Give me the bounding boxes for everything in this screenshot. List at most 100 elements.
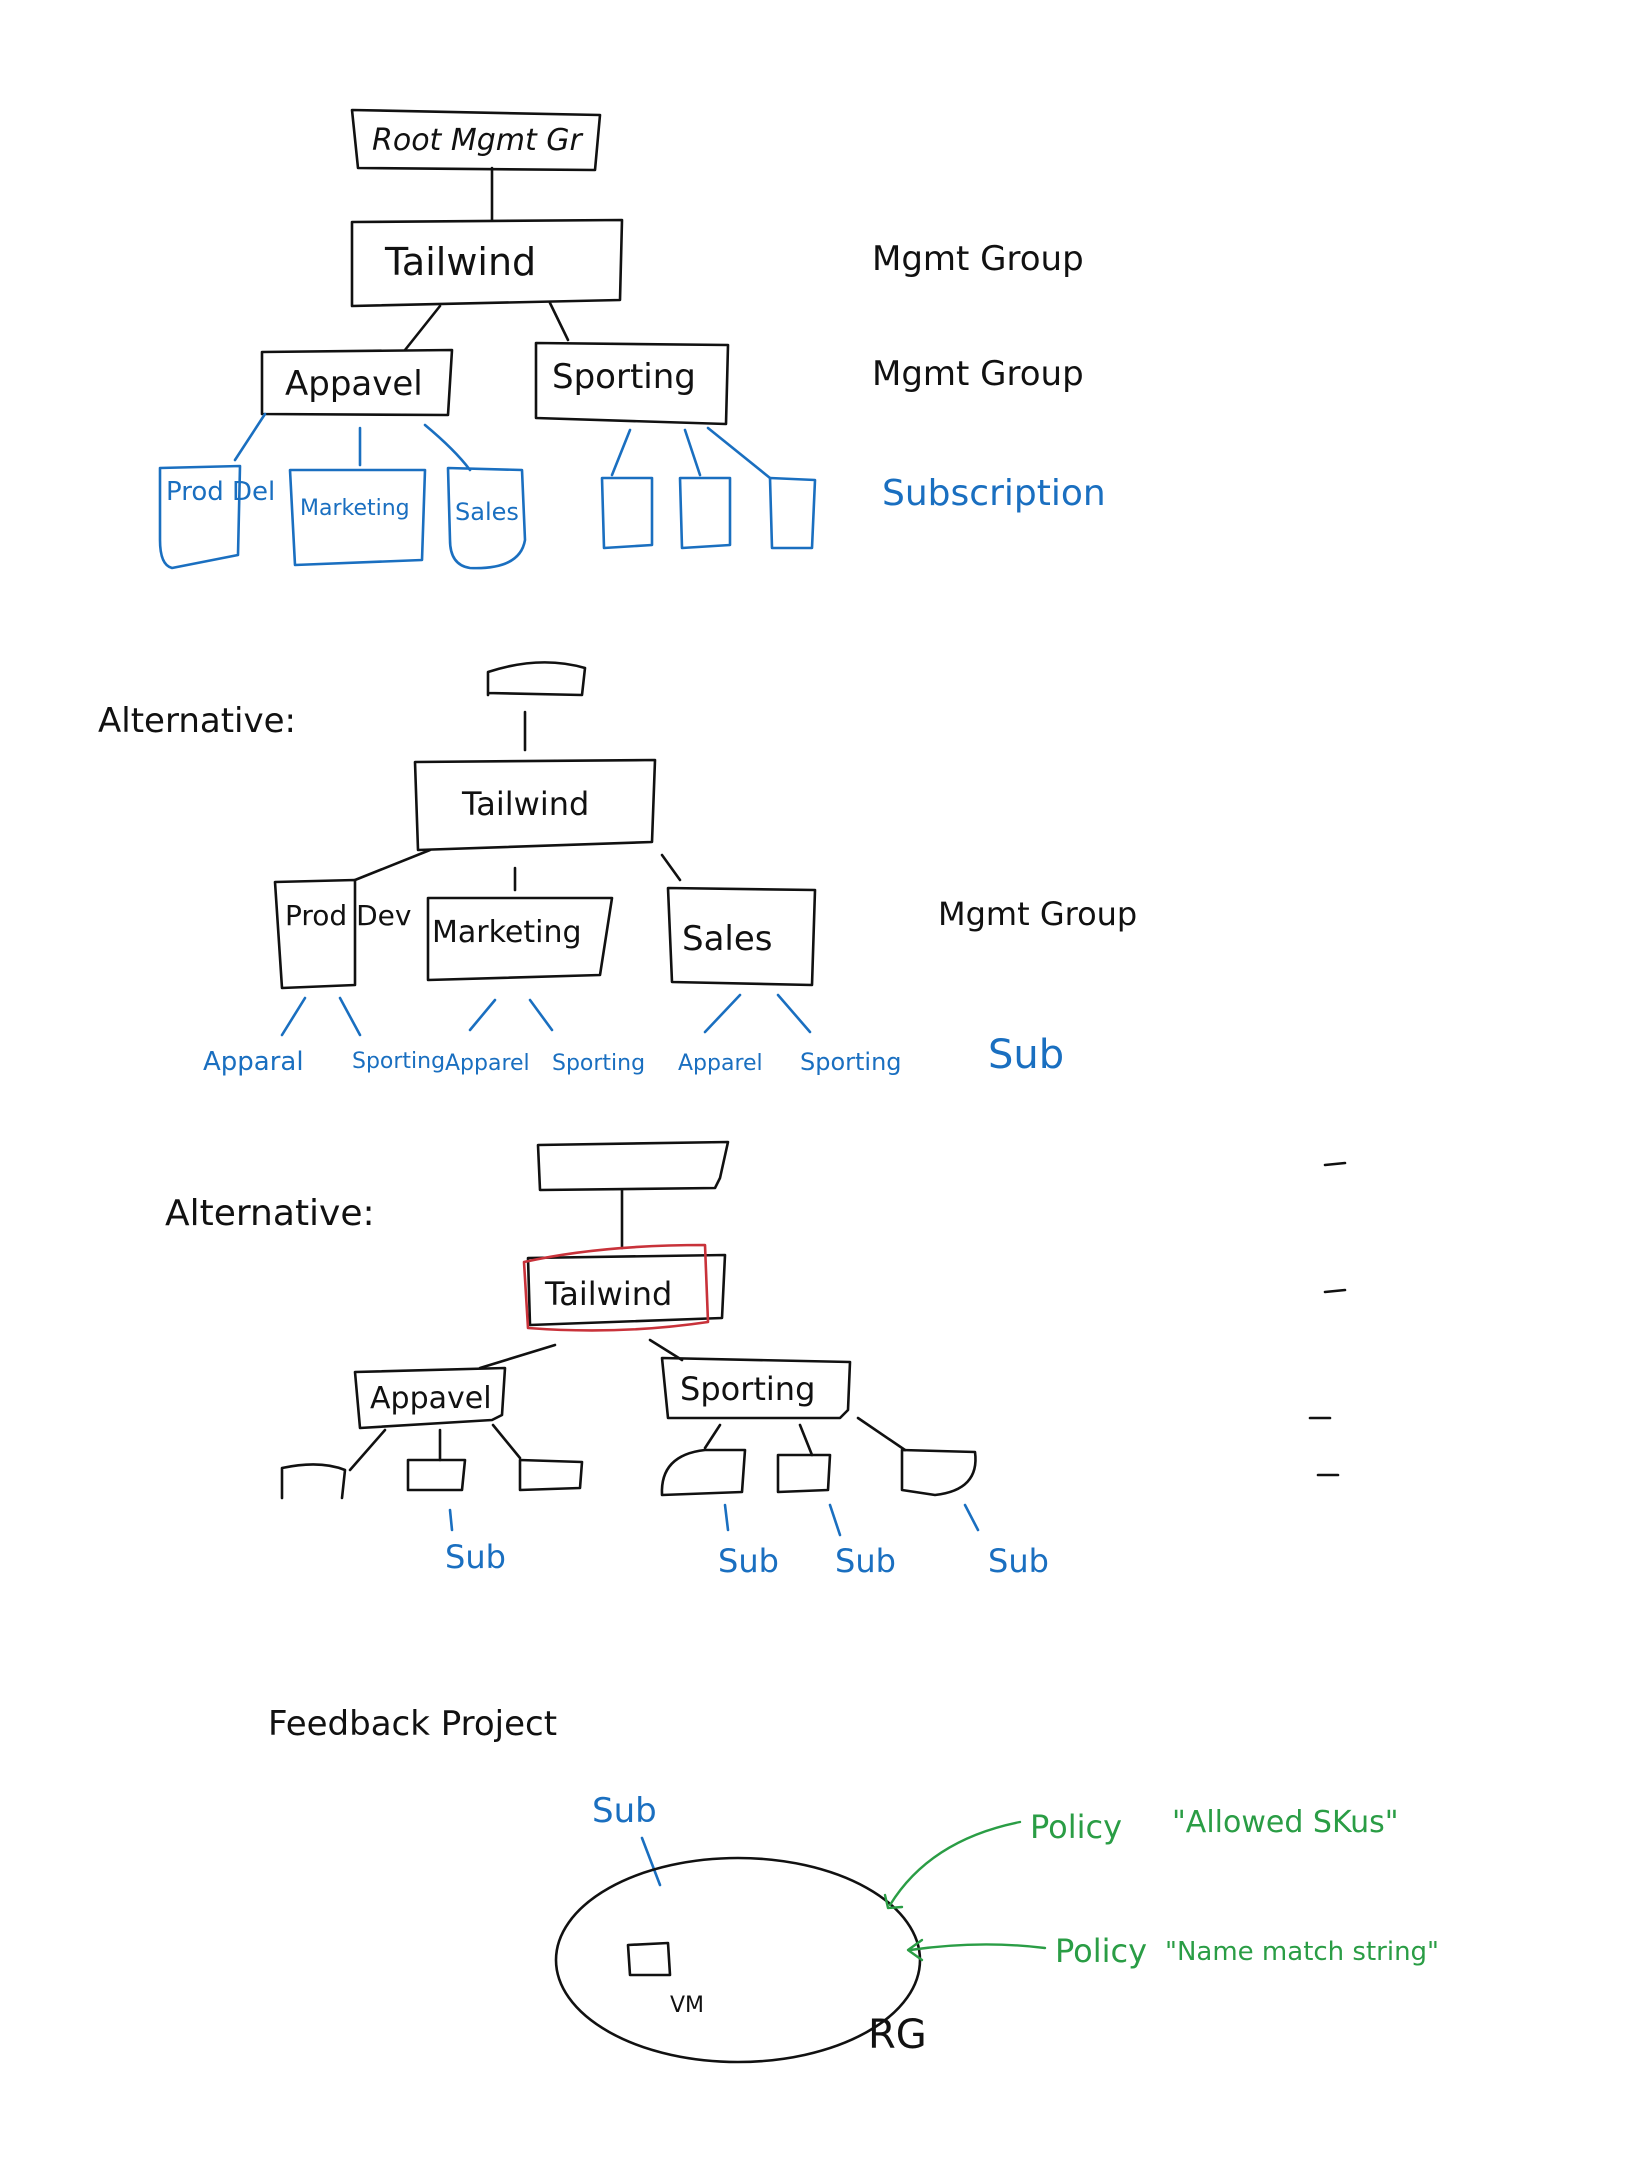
group-sales-box bbox=[666, 886, 817, 987]
sporting-box bbox=[534, 341, 730, 426]
tailwind-box bbox=[350, 218, 624, 308]
diagram-4: Feedback Project Sub VM RG Policy "Allow… bbox=[268, 1704, 1439, 2064]
appavel-box-3 bbox=[353, 1366, 507, 1430]
resource-group-ellipse bbox=[554, 1856, 922, 2064]
connector bbox=[403, 304, 442, 352]
alternative-heading-1: Alternative: bbox=[98, 701, 296, 741]
sub-label-3c: Sub bbox=[835, 1542, 896, 1580]
tailwind-box-2 bbox=[413, 758, 657, 852]
legend-subscription: Subscription bbox=[882, 473, 1106, 514]
connector bbox=[353, 848, 432, 882]
sub-marketing-box bbox=[288, 468, 427, 567]
appavel-box bbox=[260, 348, 454, 417]
sub-label-3a: Sub bbox=[445, 1538, 506, 1576]
appavel-label-3: Appavel bbox=[370, 1381, 492, 1416]
sub-sales-label: Sales bbox=[455, 498, 519, 526]
sub-box-3c bbox=[518, 1458, 584, 1492]
connector bbox=[468, 998, 497, 1032]
sub-label-3d: Sub bbox=[988, 1542, 1049, 1580]
connector bbox=[703, 993, 742, 1034]
dash-mark bbox=[1323, 1288, 1347, 1294]
connector bbox=[528, 998, 554, 1032]
sub-prod-del-text: Prod Del bbox=[166, 477, 275, 507]
connector bbox=[640, 1836, 662, 1887]
connector bbox=[963, 1503, 980, 1532]
leaf-sporting-1: Sporting bbox=[352, 1049, 445, 1074]
connector bbox=[448, 1508, 454, 1532]
connector bbox=[233, 412, 267, 462]
group-prod-dev-label: Prod Dev bbox=[285, 899, 411, 932]
appavel-label: Appavel bbox=[285, 364, 423, 404]
sub-label-3b: Sub bbox=[718, 1542, 779, 1580]
leaf-sporting-3: Sporting bbox=[800, 1048, 902, 1076]
tailwind-label: Tailwind bbox=[384, 240, 536, 284]
sub-box-3a bbox=[280, 1463, 347, 1500]
root-box-small bbox=[486, 661, 587, 697]
sporting-label-3: Sporting bbox=[680, 1370, 815, 1408]
alternative-heading-2: Alternative: bbox=[165, 1193, 375, 1234]
sub-label-4: Sub bbox=[592, 1791, 657, 1831]
leaf-sporting-2: Sporting bbox=[552, 1051, 645, 1076]
group-prod-dev-box bbox=[273, 878, 357, 990]
connector bbox=[610, 428, 632, 477]
policy-1-label: Policy bbox=[1030, 1808, 1122, 1846]
tailwind-highlight bbox=[522, 1243, 710, 1332]
vm-box bbox=[626, 1941, 672, 1977]
policy-2-label: Policy bbox=[1055, 1932, 1147, 1970]
group-marketing-label: Marketing bbox=[432, 915, 582, 950]
group-marketing-box bbox=[426, 896, 614, 982]
diagram-1: Root Mgmt Gr Tailwind Appavel Sporting P… bbox=[158, 108, 1106, 570]
connector bbox=[856, 1416, 907, 1452]
sub-empty-box bbox=[600, 476, 654, 550]
vm-label: VM bbox=[670, 1993, 704, 2018]
dash-mark bbox=[1323, 1161, 1347, 1167]
connector bbox=[491, 1423, 522, 1460]
connector bbox=[548, 301, 570, 342]
sub-marketing-label: Marketing bbox=[300, 496, 410, 521]
connector bbox=[478, 1343, 557, 1370]
connector bbox=[828, 1503, 842, 1537]
root-box-3 bbox=[536, 1140, 730, 1192]
connector bbox=[348, 1428, 387, 1472]
sub-prod-del-box bbox=[158, 464, 242, 570]
connector bbox=[706, 426, 772, 480]
connector bbox=[648, 1338, 684, 1362]
connector bbox=[280, 996, 307, 1037]
connector bbox=[776, 993, 812, 1034]
connector bbox=[423, 423, 472, 472]
arrowhead bbox=[883, 1893, 904, 1910]
leaf-apparal: Apparal bbox=[203, 1047, 304, 1077]
feedback-project-heading: Feedback Project bbox=[268, 1704, 557, 1744]
leaf-apparel-2: Apparel bbox=[445, 1051, 530, 1076]
sub-prod-del-label: Prod Del bbox=[166, 477, 275, 507]
policy-arrow-2 bbox=[908, 1943, 1047, 1952]
root-mgmt-group-box bbox=[350, 108, 602, 172]
connector bbox=[338, 996, 362, 1037]
connector bbox=[660, 853, 682, 882]
legend-mgmt-group-3: Mgmt Group bbox=[938, 895, 1137, 933]
sporting-label: Sporting bbox=[552, 357, 696, 397]
sub-sales-box bbox=[446, 466, 527, 570]
rg-label: RG bbox=[868, 2012, 927, 2058]
policy-arrow-1 bbox=[888, 1820, 1022, 1907]
sporting-box-3 bbox=[660, 1356, 852, 1420]
tailwind-label-3: Tailwind bbox=[544, 1275, 672, 1313]
policy-2-value: "Name match string" bbox=[1165, 1937, 1439, 1967]
root-mgmt-group-label: Root Mgmt Gr bbox=[372, 123, 584, 158]
leaf-apparel-3: Apparel bbox=[678, 1051, 763, 1076]
arrowhead bbox=[906, 1938, 924, 1962]
diagram-3: Alternative: Tailwind Appavel Sporting bbox=[165, 1140, 1347, 1580]
connector bbox=[703, 1423, 722, 1450]
sub-box-3d bbox=[660, 1448, 747, 1497]
legend-mgmt-group-1: Mgmt Group bbox=[872, 239, 1084, 279]
connector bbox=[683, 428, 702, 477]
diagram-2: Alternative: Tailwind Prod Dev Marketing… bbox=[98, 661, 1137, 1078]
sub-empty-box bbox=[678, 476, 732, 550]
policy-1-value: "Allowed SKus" bbox=[1172, 1805, 1399, 1840]
sub-empty-box bbox=[768, 476, 817, 550]
tailwind-box-3 bbox=[526, 1253, 727, 1327]
sub-box-3e bbox=[776, 1453, 832, 1494]
connector bbox=[798, 1423, 814, 1457]
legend-mgmt-group-2: Mgmt Group bbox=[872, 354, 1084, 394]
